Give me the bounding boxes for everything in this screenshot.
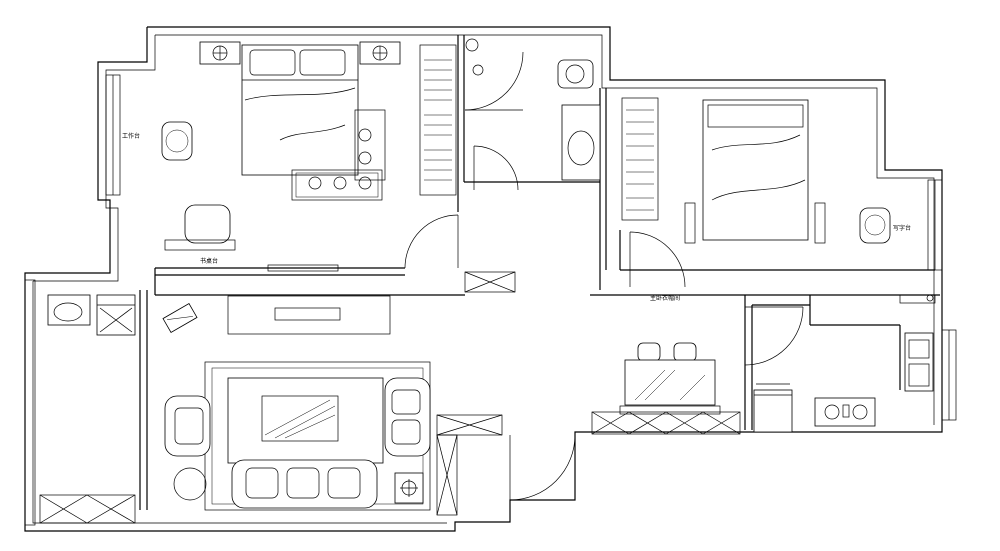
bathroom	[465, 38, 601, 181]
bathroom-sink	[561, 104, 601, 181]
label-balcony-left: 工作台	[122, 132, 140, 140]
interior-walls	[139, 35, 940, 516]
kitchen-sink	[904, 332, 934, 392]
label-desk-left: 书桌台	[200, 257, 218, 265]
bed-2	[702, 99, 809, 241]
living-room	[162, 295, 431, 511]
laundry	[39, 294, 136, 524]
coffee-table	[227, 377, 384, 464]
refrigerator	[753, 389, 793, 433]
sofa-main	[231, 459, 378, 509]
washing-machine	[96, 294, 136, 336]
stove	[814, 397, 876, 427]
dining-table	[624, 359, 716, 406]
label-corridor: 主卧衣帽间	[650, 294, 680, 302]
bedroom-2: 写字台 主卧衣帽间	[621, 97, 911, 302]
bedroom-1: 工作台 书桌台	[122, 41, 457, 272]
sofa-side	[384, 377, 431, 457]
doors	[139, 51, 804, 501]
label-balcony-right: 写字台	[893, 224, 911, 232]
kitchen	[753, 294, 936, 433]
armchair	[164, 395, 211, 457]
windows	[24, 74, 957, 526]
dining	[591, 342, 741, 435]
toilet	[557, 59, 594, 89]
outer-walls	[24, 26, 943, 532]
